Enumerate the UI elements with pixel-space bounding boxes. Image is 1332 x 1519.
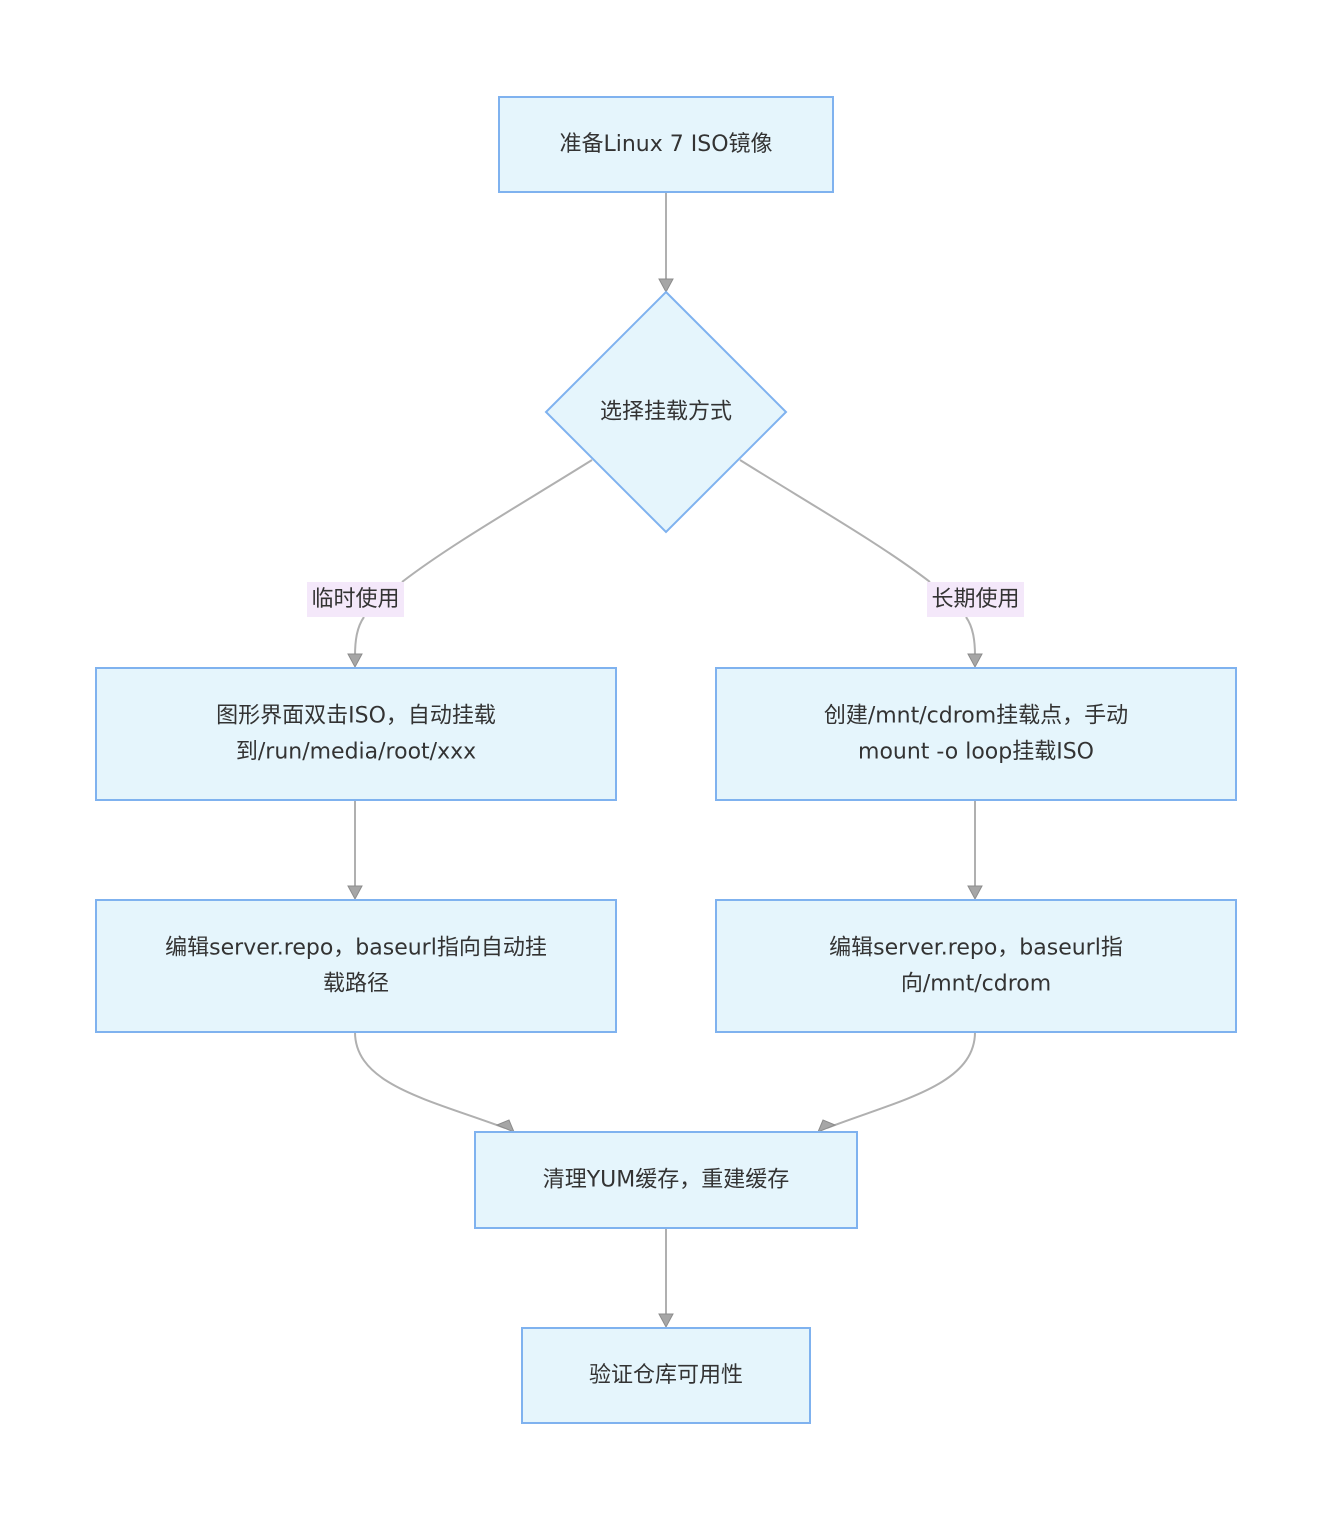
edge-long-label-to-perm-mount bbox=[965, 616, 976, 657]
node-temp-mount-line-2: 到/run/media/root/xxx bbox=[236, 740, 476, 765]
node-verify-text: 验证仓库可用性 bbox=[589, 1363, 743, 1388]
node-perm-mount: 创建/mnt/cdrom挂载点，手动 mount -o loop挂载ISO bbox=[715, 667, 1237, 801]
edge-label-temporary: 临时使用 bbox=[307, 582, 404, 617]
node-clean-cache-text: 清理YUM缓存，重建缓存 bbox=[543, 1168, 790, 1193]
node-temp-mount: 图形界面双击ISO，自动挂载 到/run/media/root/xxx bbox=[95, 667, 617, 801]
node-temp-repo-line-2: 载路径 bbox=[323, 972, 389, 997]
node-decision-text: 选择挂载方式 bbox=[600, 400, 732, 425]
arrow-head bbox=[967, 653, 983, 669]
arrow-head bbox=[347, 885, 363, 901]
node-temp-repo: 编辑server.repo，baseurl指向自动挂 载路径 bbox=[95, 899, 617, 1033]
node-clean-cache: 清理YUM缓存，重建缓存 bbox=[474, 1131, 858, 1229]
edge-temp-label-to-temp-mount bbox=[354, 616, 365, 657]
node-perm-repo-line-2: 向/mnt/cdrom bbox=[901, 972, 1051, 997]
arrow-head bbox=[495, 1119, 515, 1133]
arrow-head bbox=[817, 1119, 837, 1133]
node-start-text: 准备Linux 7 ISO镜像 bbox=[559, 132, 772, 157]
node-perm-mount-line-1: 创建/mnt/cdrom挂载点，手动 bbox=[824, 704, 1128, 729]
edge-label-long-term-text: 长期使用 bbox=[931, 587, 1019, 612]
node-perm-mount-line-2: mount -o loop挂载ISO bbox=[858, 740, 1094, 765]
arrow-head bbox=[967, 885, 983, 901]
node-temp-repo-line-1: 编辑server.repo，baseurl指向自动挂 bbox=[165, 936, 547, 961]
edge-decision-to-long-label bbox=[739, 459, 931, 583]
edge-label-long-term: 长期使用 bbox=[927, 582, 1024, 617]
arrow-head bbox=[658, 278, 674, 294]
arrow-head bbox=[658, 1313, 674, 1329]
node-decision: 选择挂载方式 bbox=[544, 290, 788, 534]
node-verify: 验证仓库可用性 bbox=[521, 1327, 811, 1424]
node-perm-repo: 编辑server.repo，baseurl指 向/mnt/cdrom bbox=[715, 899, 1237, 1033]
edge-temp-repo-to-clean bbox=[354, 1031, 506, 1129]
arrow-head bbox=[347, 653, 363, 669]
edge-label-temporary-text: 临时使用 bbox=[311, 587, 399, 612]
edge-decision-to-temp-label bbox=[401, 459, 593, 583]
node-perm-repo-line-1: 编辑server.repo，baseurl指 bbox=[829, 936, 1123, 961]
node-start: 准备Linux 7 ISO镜像 bbox=[498, 96, 834, 193]
edges bbox=[347, 192, 983, 1329]
node-temp-mount-line-1: 图形界面双击ISO，自动挂载 bbox=[216, 704, 496, 729]
edge-perm-repo-to-clean bbox=[826, 1031, 976, 1129]
